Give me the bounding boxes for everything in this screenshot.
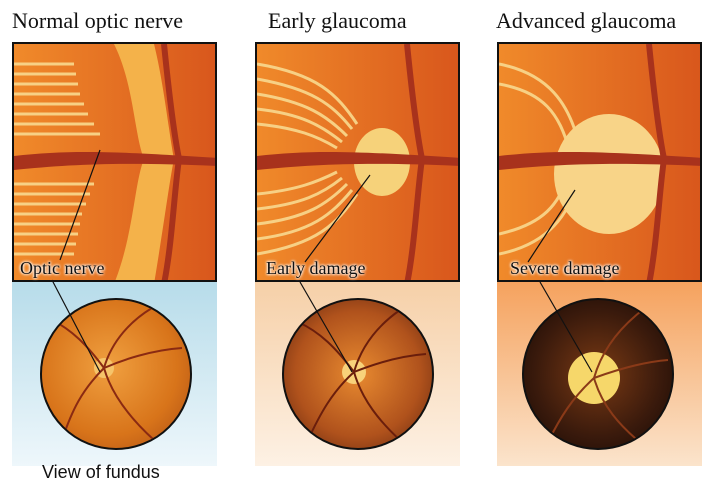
label-severe-damage: Severe damage (510, 258, 619, 279)
title-early: Early glaucoma (268, 8, 407, 34)
normal-retina-vessels (42, 300, 190, 448)
fundus-normal (40, 298, 192, 450)
panel-normal (12, 42, 217, 282)
title-normal: Normal optic nerve (12, 8, 183, 34)
early-nerve-illustration (257, 44, 460, 282)
early-retina-vessels (284, 300, 432, 448)
fundus-advanced (522, 298, 674, 450)
panel-early (255, 42, 460, 282)
advanced-retina-vessels (524, 300, 672, 448)
panel-advanced (497, 42, 702, 282)
normal-nerve-illustration (14, 44, 217, 282)
label-optic-nerve: Optic nerve (20, 258, 104, 279)
title-advanced: Advanced glaucoma (496, 8, 676, 34)
label-early-damage: Early damage (266, 258, 365, 279)
fundus-early (282, 298, 434, 450)
caption-view-of-fundus: View of fundus (42, 462, 160, 483)
advanced-nerve-illustration (499, 44, 702, 282)
